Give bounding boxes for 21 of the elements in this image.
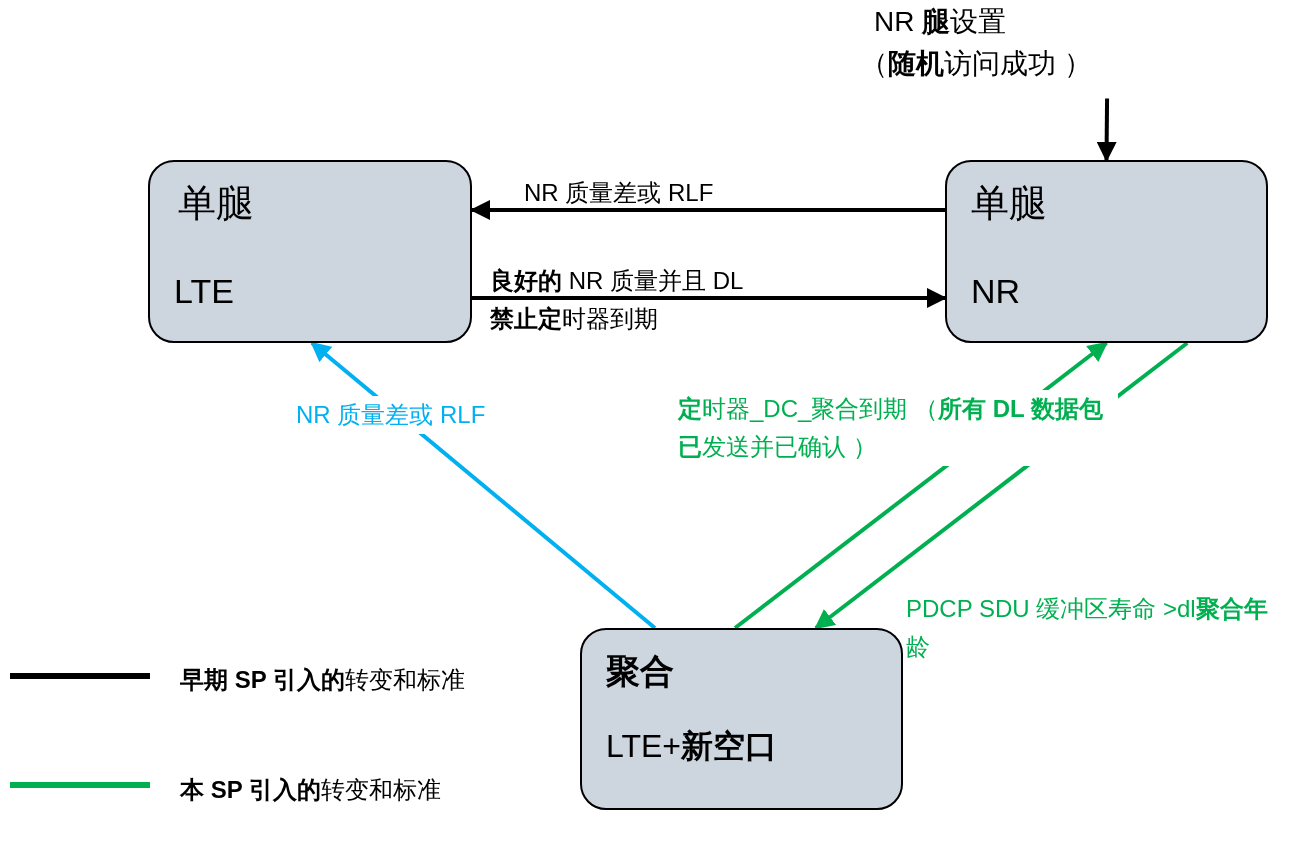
edge-label: 良好的 NR 质量并且 DL禁止定时器到期	[490, 266, 745, 334]
state-name: NR	[971, 271, 1021, 312]
state-name: LTE+新空口	[606, 727, 777, 766]
arrow	[472, 288, 947, 308]
state-box	[580, 628, 903, 810]
state-title: 聚合	[606, 651, 674, 692]
arrow	[310, 341, 657, 630]
state-box	[148, 160, 472, 343]
edge-label: 定时器_DC_聚合到期 （所有 DL 数据包已发送并已确认 ）	[678, 390, 1118, 466]
state-title: 单腿	[178, 181, 254, 226]
legend-text: 早期 SP 引入的转变和标准	[180, 665, 466, 695]
state-title: 单腿	[971, 181, 1047, 226]
edge-label: NR 质量差或 RLF	[296, 396, 486, 434]
arrow	[1096, 98, 1117, 162]
arrow	[470, 199, 945, 220]
setup-line: （随机访问成功 ）	[860, 47, 1092, 81]
legend-text: 本 SP 引入的转变和标准	[180, 775, 442, 805]
setup-line: NR 腿设置	[874, 5, 1007, 39]
state-name: LTE	[174, 271, 234, 312]
edge-label: NR 质量差或 RLF	[524, 178, 715, 208]
state-box	[945, 160, 1268, 343]
